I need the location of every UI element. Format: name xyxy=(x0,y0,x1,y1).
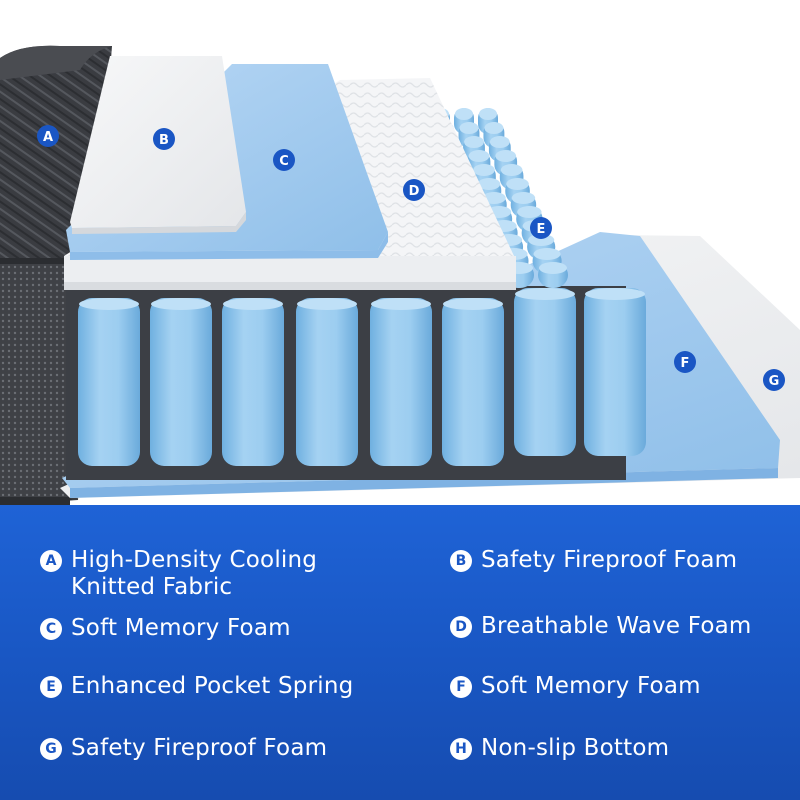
legend-label: Soft Memory Foam xyxy=(481,673,701,699)
svg-text:D: D xyxy=(409,184,420,199)
spring-coil xyxy=(442,298,504,466)
legend-panel: A High-Density Cooling Knitted Fabric B … xyxy=(0,505,800,800)
legend-item-a: A High-Density Cooling Knitted Fabric xyxy=(40,547,317,601)
marker-b: B xyxy=(153,128,175,150)
legend-item-b: B Safety Fireproof Foam xyxy=(450,547,737,574)
spring-coil xyxy=(538,262,568,288)
spring-coil xyxy=(514,288,576,456)
spring-coil xyxy=(150,298,212,466)
legend-item-c: C Soft Memory Foam xyxy=(40,615,291,642)
layer-a-knit-cover xyxy=(0,45,112,506)
legend-label: Safety Fireproof Foam xyxy=(71,735,328,761)
spring-coil xyxy=(78,298,140,466)
layer-e-front-coils xyxy=(78,288,646,466)
legend-label: Safety Fireproof Foam xyxy=(481,547,738,573)
legend-badge: G xyxy=(40,738,62,760)
svg-text:C: C xyxy=(279,154,289,169)
spring-coil xyxy=(222,298,284,466)
legend-label: Soft Memory Foam xyxy=(71,615,291,641)
marker-a: A xyxy=(37,125,59,147)
mattress-layers-illustration: A B C D E F G xyxy=(0,45,800,506)
marker-f: F xyxy=(674,351,696,373)
spring-coil xyxy=(584,288,646,456)
legend-item-d: D Breathable Wave Foam xyxy=(450,613,752,640)
legend-badge: F xyxy=(450,676,472,698)
svg-text:F: F xyxy=(681,356,690,371)
marker-c: C xyxy=(273,149,295,171)
legend-label: Non-slip Bottom xyxy=(481,735,670,761)
legend-label: Breathable Wave Foam xyxy=(481,613,752,639)
legend-label: Enhanced Pocket Spring xyxy=(71,673,354,699)
spring-coil xyxy=(370,298,432,466)
legend-badge: H xyxy=(450,738,472,760)
spring-coil xyxy=(296,298,358,466)
legend-item-f: F Soft Memory Foam xyxy=(450,673,701,700)
marker-g: G xyxy=(763,369,785,391)
marker-d: D xyxy=(403,179,425,201)
svg-text:E: E xyxy=(537,222,546,237)
legend-badge: B xyxy=(450,550,472,572)
legend-item-e: E Enhanced Pocket Spring xyxy=(40,673,353,700)
svg-text:G: G xyxy=(769,374,780,389)
legend-item-h: H Non-slip Bottom xyxy=(450,735,669,762)
legend-badge: C xyxy=(40,618,62,640)
svg-text:A: A xyxy=(43,130,53,145)
marker-e: E xyxy=(530,217,552,239)
legend-badge: D xyxy=(450,616,472,638)
legend-badge: A xyxy=(40,550,62,572)
legend-label: High-Density Cooling Knitted Fabric xyxy=(71,547,318,600)
legend-badge: E xyxy=(40,676,62,698)
legend-item-g: G Safety Fireproof Foam xyxy=(40,735,327,762)
svg-text:B: B xyxy=(159,133,169,148)
